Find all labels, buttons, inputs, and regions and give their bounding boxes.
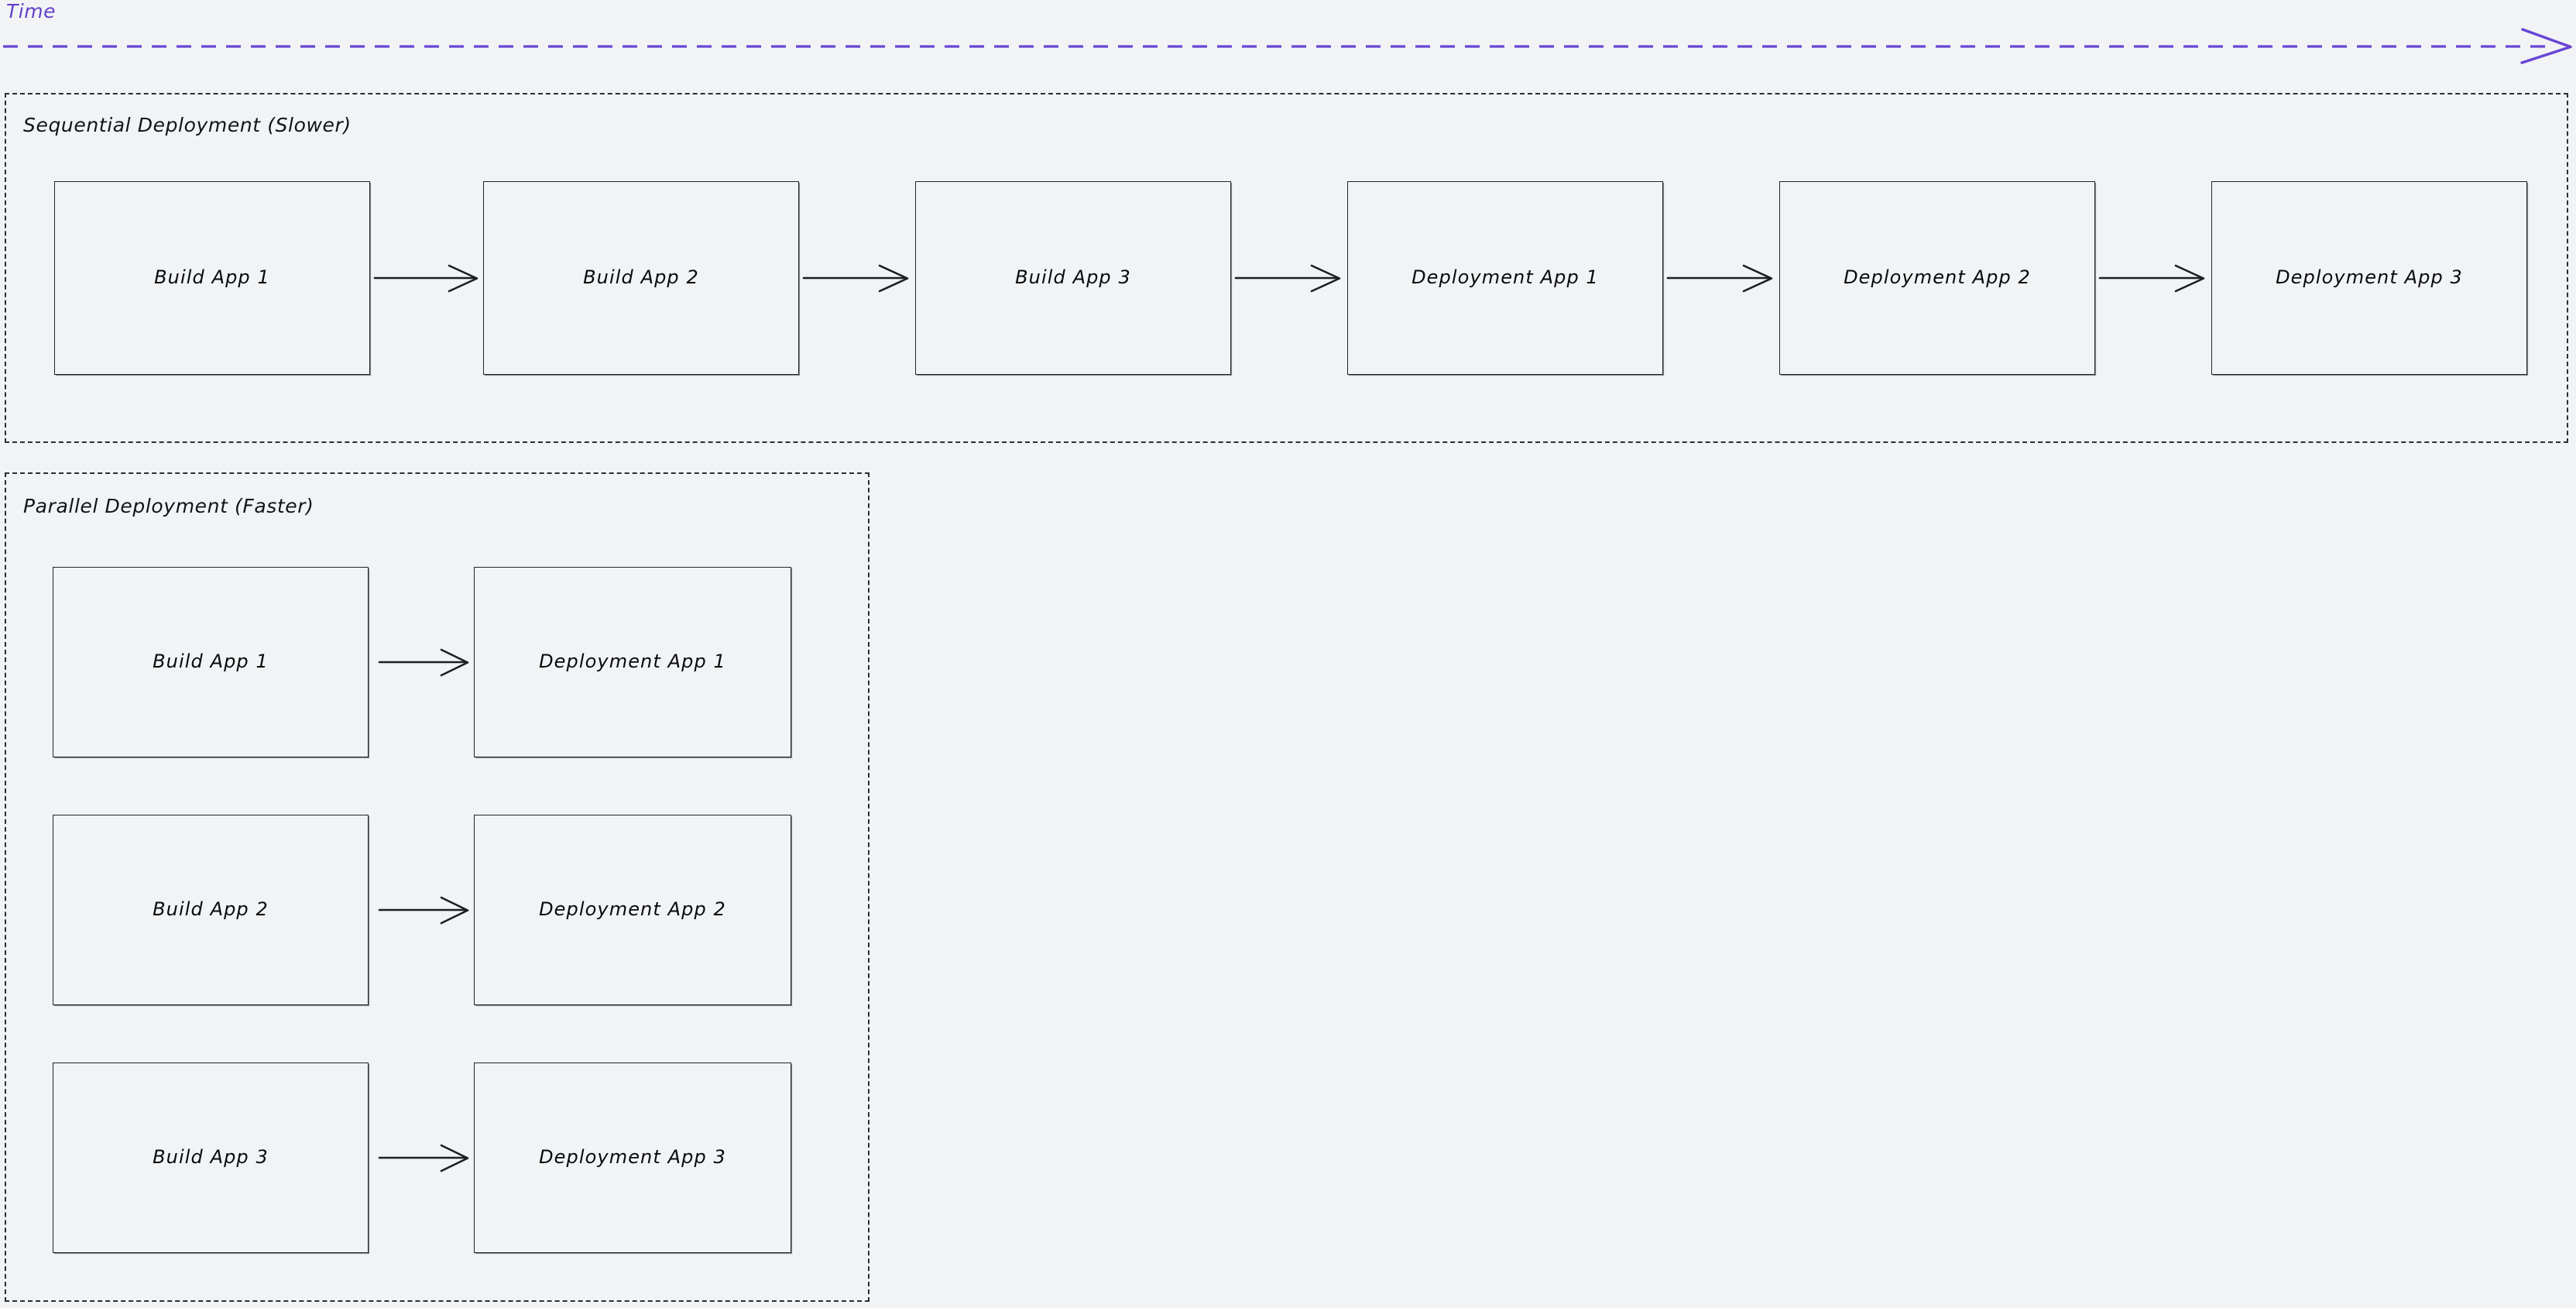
node-parallel-deployment-app-2[interactable]: Deployment App 2: [474, 815, 791, 1005]
node-build-app-1[interactable]: Build App 1: [54, 181, 370, 375]
node-parallel-build-app-3[interactable]: Build App 3: [53, 1063, 369, 1253]
group-sequential-deployment: Sequential Deployment (Slower): [5, 93, 2568, 443]
node-parallel-build-app-2[interactable]: Build App 2: [53, 815, 369, 1005]
node-label: Deployment App 2: [539, 898, 726, 920]
node-label: Deployment App 1: [1411, 266, 1599, 288]
node-build-app-3[interactable]: Build App 3: [915, 181, 1231, 375]
node-label: Build App 2: [583, 266, 699, 288]
node-build-app-2[interactable]: Build App 2: [483, 181, 799, 375]
node-deployment-app-2[interactable]: Deployment App 2: [1779, 181, 2095, 375]
node-parallel-deployment-app-1[interactable]: Deployment App 1: [474, 567, 791, 757]
node-deployment-app-1[interactable]: Deployment App 1: [1347, 181, 1663, 375]
node-label: Build App 3: [1015, 266, 1131, 288]
node-deployment-app-3[interactable]: Deployment App 3: [2211, 181, 2527, 375]
group-title-sequential: Sequential Deployment (Slower): [23, 114, 352, 136]
node-parallel-build-app-1[interactable]: Build App 1: [53, 567, 369, 757]
node-label: Deployment App 2: [1844, 266, 2031, 288]
node-parallel-deployment-app-3[interactable]: Deployment App 3: [474, 1063, 791, 1253]
node-label: Deployment App 3: [539, 1146, 726, 1168]
group-title-parallel: Parallel Deployment (Faster): [23, 495, 314, 517]
node-label: Deployment App 1: [539, 651, 726, 672]
time-axis-label: Time: [6, 0, 56, 22]
node-label: Build App 1: [153, 651, 269, 672]
time-arrow-icon: [3, 28, 2572, 64]
node-label: Deployment App 3: [2276, 266, 2463, 288]
node-label: Build App 1: [154, 266, 270, 288]
node-label: Build App 2: [153, 898, 269, 920]
group-parallel-deployment: Parallel Deployment (Faster): [5, 472, 870, 1302]
node-label: Build App 3: [153, 1146, 269, 1168]
